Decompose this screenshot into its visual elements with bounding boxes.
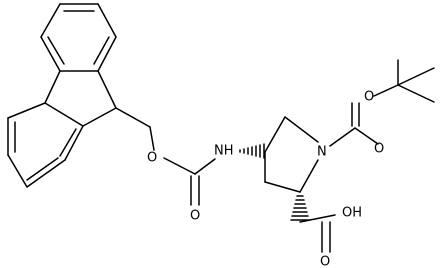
atom-label-o-carbonyl-boc: O (374, 142, 384, 157)
fluorene-upper-ring (40, 3, 117, 72)
atom-label-o-ester-fmoc: O (147, 151, 157, 166)
pyrrolidine-ring (264, 116, 319, 193)
fluorene-five-ring (44, 70, 117, 127)
boc-group (329, 59, 435, 147)
hashed-wedge-cooh (290, 195, 310, 221)
atom-label-o-ester-boc: O (364, 90, 374, 105)
carboxylic-acid (299, 214, 336, 253)
fluorene-lower-ring (7, 102, 84, 188)
atom-label-nh: NH (214, 144, 234, 159)
atom-label-n-ring: N (317, 145, 327, 160)
atom-label-o-carbonyl-fmoc: O (190, 209, 200, 224)
hashed-wedge-nh (239, 143, 265, 159)
fmoc-carbamate (115, 107, 216, 206)
atom-label-o-carbonyl-acid: O (320, 255, 330, 268)
atom-label-oh: OH (342, 206, 362, 221)
